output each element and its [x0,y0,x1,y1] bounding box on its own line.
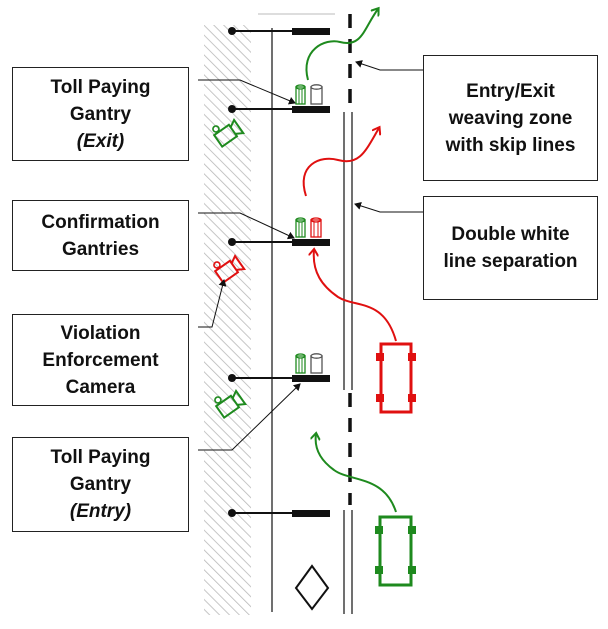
label-text: Entry/Exit [466,80,555,102]
leader-toll-entry [198,383,301,451]
label-text: (Entry) [69,501,132,522]
leader-toll-exit [198,79,296,105]
beacon-red-icon [310,217,322,238]
leader-double-line [354,202,423,213]
camera-red-icon [213,254,247,285]
label-text: Confirmation [41,211,160,233]
label-text: Gantry [69,474,132,495]
green-entry-trajectory [316,434,397,513]
label-text: (Exit) [76,130,125,152]
beacon-white-icon [310,353,323,374]
red-exit-trajectory [302,128,379,197]
red-entry-trajectory [314,250,397,342]
label-text: Gantries [61,238,140,260]
gantry-confirmation-2 [228,374,330,382]
beacon-green-icon [295,84,306,105]
label-text: Gantry [69,103,132,125]
car-red-icon [376,342,416,414]
gantry-confirmation [228,238,330,246]
leader-weaving [355,60,423,71]
green-exit-trajectory [305,9,378,81]
car-green-icon [375,515,416,587]
beacon-green-icon [295,217,306,238]
beacon-white-icon [310,84,323,105]
label-text: Camera [65,376,136,398]
label-text: Toll Paying [50,447,151,468]
beacon-green-icon [295,353,306,374]
camera-green-icon [212,118,246,149]
gantry-toll-exit [228,105,330,113]
label-violation-enforcement-camera: Violation Enforcement Camera [12,314,189,406]
shoulder-hatch [204,25,251,615]
camera-green-icon [214,389,248,420]
label-text: Enforcement [42,349,159,371]
label-confirmation-gantries: Confirmation Gantries [12,200,189,271]
leader-violation [198,279,227,328]
label-double-white-line: Double white line separation [423,196,598,300]
label-text: Violation [60,322,141,344]
label-toll-paying-gantry-exit: Toll Paying Gantry (Exit) [12,67,189,161]
label-text: with skip lines [445,134,576,156]
gantry-top [228,27,330,35]
label-text: Double white [451,224,570,245]
label-text: weaving zone [448,107,573,129]
gantry-toll-entry [228,509,330,517]
label-toll-paying-gantry-entry: Toll Paying Gantry (Entry) [12,437,189,532]
leader-confirmation [198,212,295,240]
diamond-marking-icon [294,564,330,611]
label-text: line separation [443,251,578,272]
label-entry-exit-weaving-zone: Entry/Exit weaving zone with skip lines [423,55,598,181]
label-text: Toll Paying [50,76,151,98]
